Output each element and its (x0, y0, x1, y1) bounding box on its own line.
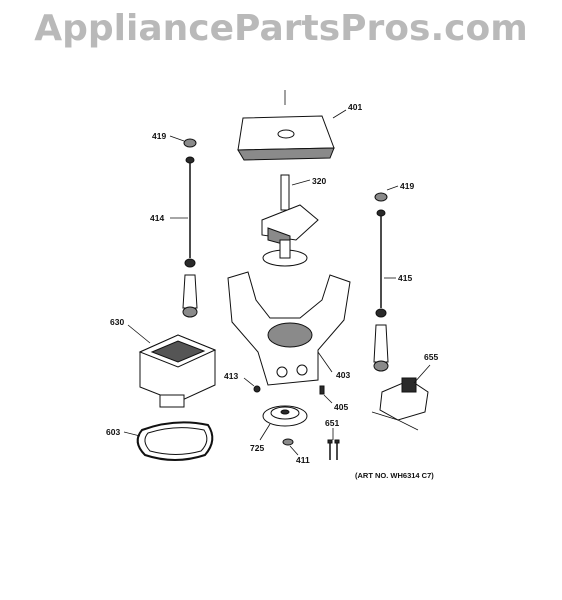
label-411: 411 (296, 455, 310, 465)
label-414: 414 (150, 213, 164, 223)
label-725: 725 (250, 443, 264, 453)
part-411-nut (282, 438, 299, 456)
part-401-tub-cover (237, 90, 347, 161)
label-603: 603 (106, 427, 120, 437)
label-403: 403 (336, 370, 350, 380)
part-651-screws (327, 428, 340, 460)
label-401: 401 (348, 102, 362, 112)
part-655-water-valve (371, 364, 431, 431)
part-603-drive-belt (123, 421, 214, 461)
part-414-suspension-rod (170, 156, 198, 318)
part-419-grommet-right (374, 185, 399, 202)
label-630: 630 (110, 317, 124, 327)
label-405: 405 (334, 402, 348, 412)
label-320: 320 (312, 176, 326, 186)
part-405-screw (319, 385, 333, 404)
art-number: (ART NO. WH6314 C7) (355, 471, 434, 480)
label-655: 655 (424, 352, 438, 362)
part-630-drive-motor (127, 324, 217, 408)
part-415-suspension-rod (373, 209, 396, 372)
part-320-transmission (261, 174, 319, 267)
label-413: 413 (224, 371, 238, 381)
part-419-grommet-left (169, 135, 197, 148)
label-419-left: 419 (152, 131, 166, 141)
part-403-support-frame (227, 271, 351, 386)
part-725-pulley (259, 405, 308, 441)
watermark-text: AppliancePartsPros.com (34, 8, 528, 49)
label-419-right: 419 (400, 181, 414, 191)
label-415: 415 (398, 273, 412, 283)
part-413-clip (243, 377, 261, 393)
label-651: 651 (325, 418, 339, 428)
